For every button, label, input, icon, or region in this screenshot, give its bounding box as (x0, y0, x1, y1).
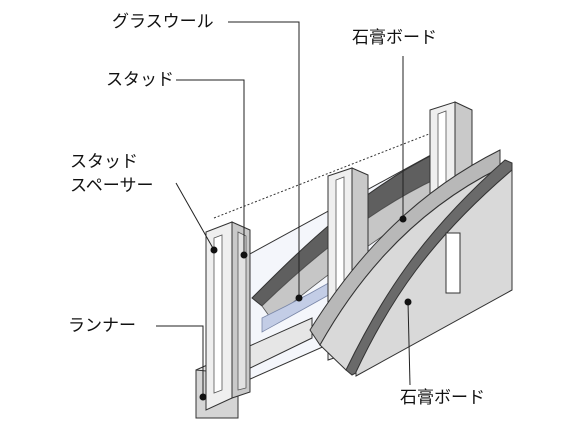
dot-glass-wool (295, 294, 303, 302)
label-glass-wool: グラスウール (112, 12, 214, 32)
label-runner: ランナー (68, 316, 136, 336)
label-gypsum-board-top: 石膏ボード (352, 28, 437, 48)
dot-stud-spacer (210, 246, 218, 254)
board-outlet-box (445, 232, 461, 294)
label-stud-spacer-line1: スタッド (70, 152, 138, 172)
label-stud-spacer-line2: スペーサー (70, 176, 154, 196)
stud-left (205, 221, 251, 411)
top-outline-dotted (213, 117, 471, 219)
dot-stud (240, 251, 248, 259)
dot-gypsum-board-bottom (404, 298, 412, 306)
dot-gypsum-board-top (399, 215, 407, 223)
leader-lines (156, 21, 411, 397)
dot-runner (199, 393, 207, 401)
leader-dots (199, 215, 412, 401)
gypsum-board-front (345, 159, 513, 377)
label-gypsum-board-bottom: 石膏ボード (400, 388, 485, 408)
label-stud: スタッド (106, 70, 174, 90)
